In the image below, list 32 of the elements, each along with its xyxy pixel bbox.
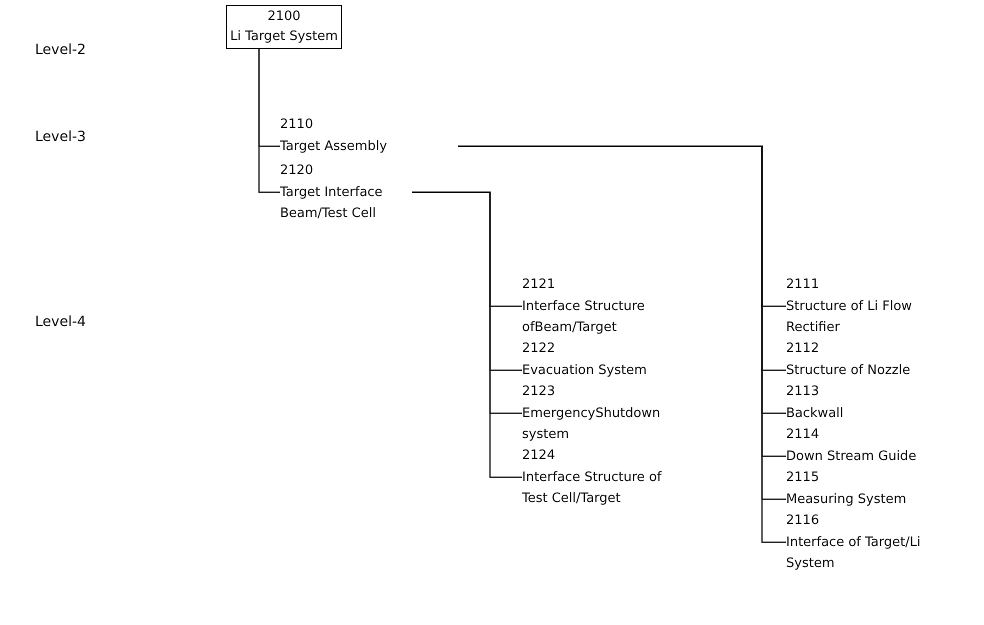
- tree-connector: [258, 49, 280, 193]
- item-title: Structure of Li Flow Rectifier: [786, 298, 913, 337]
- item-title: Interface of Target/Li System: [786, 534, 922, 573]
- item-code: 2114: [786, 426, 820, 444]
- item-code: 2113: [786, 383, 820, 401]
- item-code: 2100: [266, 8, 302, 26]
- item-code: 2111: [786, 276, 820, 294]
- item-code: 2121: [522, 276, 556, 294]
- item-title: Evacuation System: [522, 362, 648, 380]
- item-title: Measuring System: [786, 490, 908, 508]
- item-code: 2112: [786, 340, 820, 358]
- item-code: 2122: [522, 340, 556, 358]
- level-label: Level-3: [35, 128, 86, 147]
- level-label: Level-2: [35, 41, 86, 60]
- item-code: 2123: [522, 383, 556, 401]
- item-code: 2115: [786, 469, 820, 487]
- item-title: Backwall: [786, 404, 844, 422]
- item-title: Target Interface Beam/Test Cell: [280, 184, 384, 223]
- tree-connector: [412, 192, 522, 478]
- item-code: 2116: [786, 512, 820, 530]
- item-title: Interface Structure ofBeam/Target: [522, 298, 646, 337]
- item-code: 2124: [522, 447, 556, 465]
- item-title: Structure of Nozzle: [786, 362, 912, 380]
- level-label: Level-4: [35, 313, 86, 332]
- system-box: [226, 5, 342, 49]
- item-title: Down Stream Guide: [786, 448, 918, 466]
- item-title: Target Assembly: [280, 138, 388, 156]
- item-code: 2120: [280, 162, 314, 180]
- item-title: Interface Structure of Test Cell/Target: [522, 468, 663, 508]
- item-title: Li Target System: [229, 28, 339, 46]
- item-title: EmergencyShutdown system: [522, 404, 662, 444]
- item-code: 2110: [280, 116, 314, 134]
